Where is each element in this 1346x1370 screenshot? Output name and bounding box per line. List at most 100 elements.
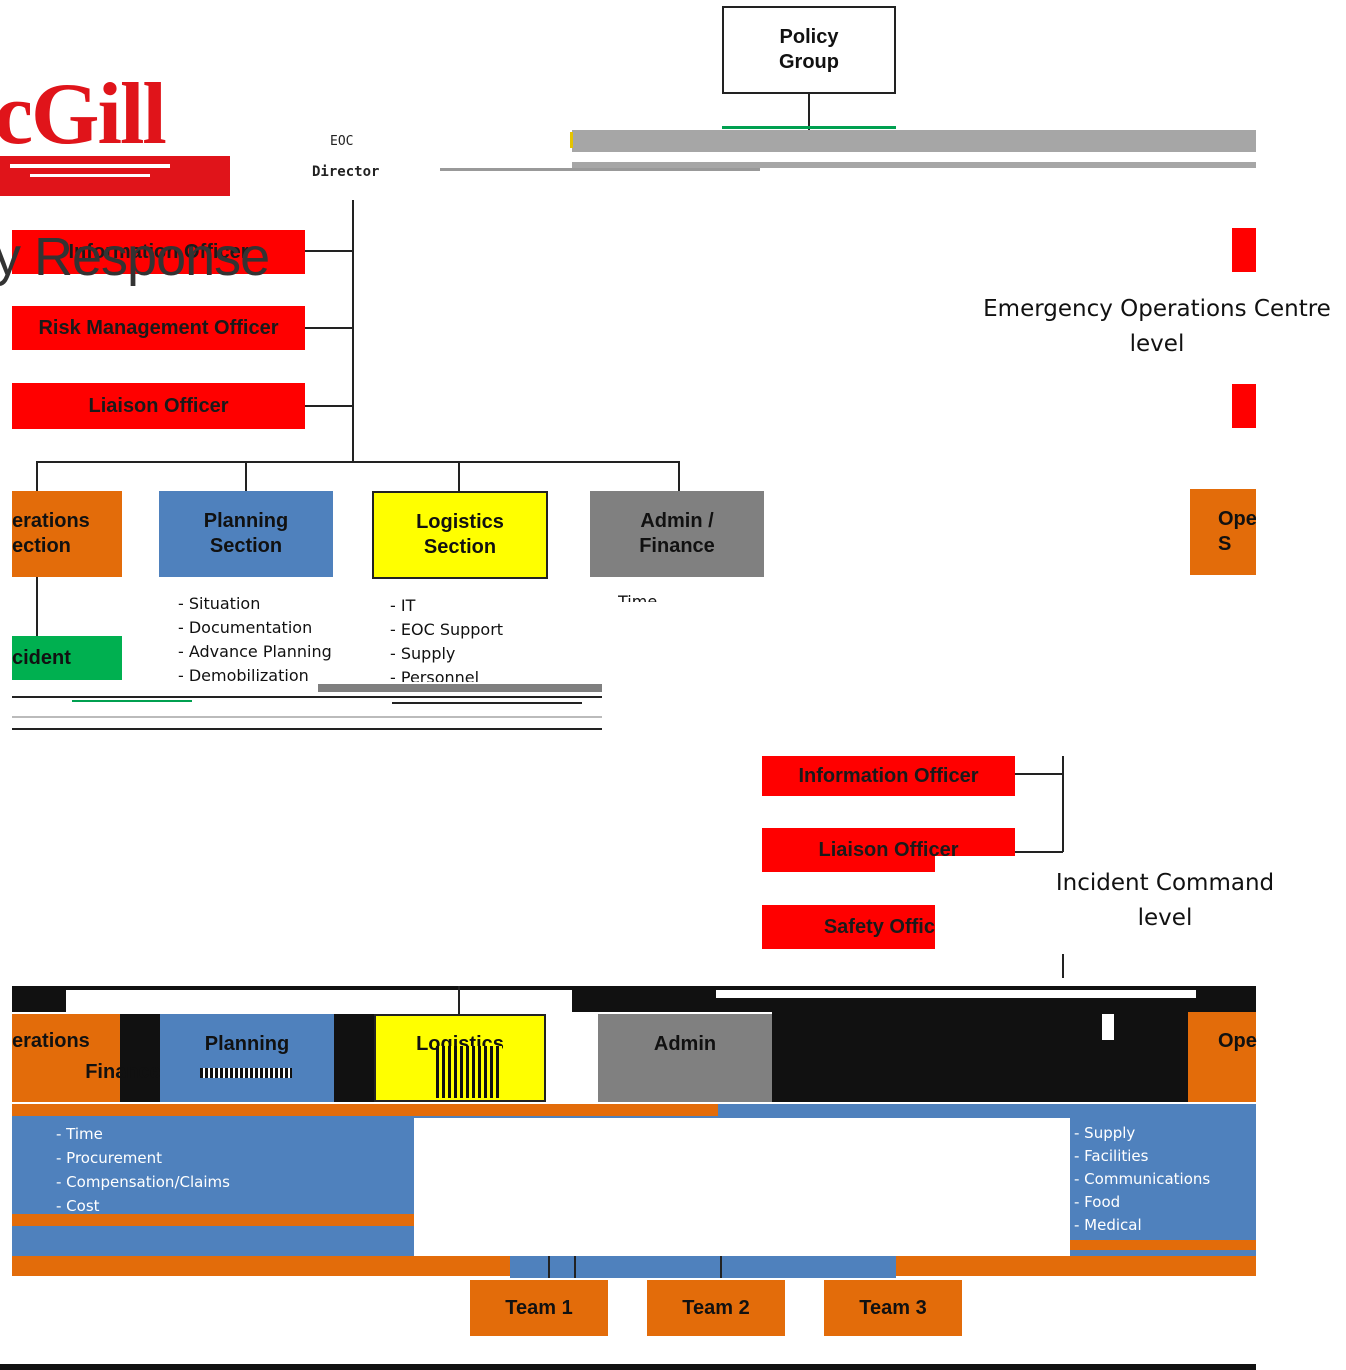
ic-logistics-duty: - Communications <box>1074 1170 1211 1188</box>
eoc-director-band-gray <box>572 130 1256 152</box>
eoc-drop-planning <box>245 461 247 491</box>
ic-logistics-duty: - Supply <box>1074 1124 1136 1142</box>
team-2-label: Team 2 <box>682 1296 750 1319</box>
team-connector-area <box>510 1256 896 1278</box>
ic-information-officer: Information Officer <box>762 756 1015 796</box>
eoc-ops-to-incident <box>36 577 38 637</box>
ic-operations-dark-strip <box>120 1014 160 1102</box>
eoc-drop-logistics <box>458 461 460 491</box>
eoc-logistics-duties: - IT - EOC Support - Supply - Personnel <box>390 594 503 690</box>
background-title: y Response <box>0 227 270 287</box>
eoc-admin-finance-label: Admin / Finance <box>639 510 715 557</box>
eoc-director-band-yellow <box>570 132 573 148</box>
ic-admin-section <box>598 1014 776 1102</box>
eoc-liaison-officer-label: Liaison Officer <box>88 394 229 417</box>
ic-admin-duty: - Compensation/Claims <box>56 1173 230 1191</box>
eoc-operations-section: erations ection <box>12 491 122 577</box>
team-3-label: Team 3 <box>859 1296 927 1319</box>
ic-admin-duty: - Cost <box>56 1197 100 1215</box>
eoc-director-rule <box>440 168 760 171</box>
right-red-fragment-2 <box>1232 384 1256 428</box>
eoc-information-officer: Information Officer <box>12 230 305 274</box>
ic-white-overlay <box>414 1118 1070 1256</box>
ic-liaison-officer-label: Liaison Officer <box>818 838 959 861</box>
eoc-liaison-officer: Liaison Officer <box>12 383 305 429</box>
logo-white-streak <box>10 164 170 168</box>
ic-trunk-lower <box>1062 954 1064 978</box>
ic-duty-orange-stripe-2 <box>12 1214 422 1226</box>
right-operations-fragment: Ope S <box>1190 489 1256 575</box>
bottom-rule <box>0 1364 1256 1370</box>
ic-dark-gap-1 <box>334 1014 374 1102</box>
ic-section-bus-white <box>66 990 572 1014</box>
ic-admin-duty: - Procurement <box>56 1149 163 1167</box>
eoc-liaison-connector <box>305 405 353 407</box>
ic-logistics-duty: - Food <box>1074 1193 1121 1211</box>
eoc-planning-section: Planning Section <box>159 491 333 577</box>
ic-drop-center <box>458 986 460 1014</box>
team-connector-3 <box>720 1256 722 1278</box>
eoc-risk-connector <box>305 327 353 329</box>
team-2-box: Team 2 <box>647 1280 785 1336</box>
eoc-director-line2: Director <box>312 164 380 180</box>
ic-safety-officer-label: Safety Offic <box>823 915 935 938</box>
eoc-planning-label: Planning Section <box>203 510 289 557</box>
policy-group-box: Policy Group <box>722 6 896 94</box>
glitch-rule-3 <box>12 716 602 718</box>
ic-operations-label: erations <box>12 1029 90 1052</box>
policy-connector <box>808 94 810 130</box>
ic-duty-orange-stripe-4 <box>1070 1240 1256 1250</box>
eoc-incident-label: cident <box>12 646 71 669</box>
ic-liaison-connector <box>1015 851 1063 853</box>
right-operations-fragment-label: Ope S <box>1218 508 1256 555</box>
ic-white-mask <box>935 856 1255 950</box>
eoc-admin-finance-section: Admin / Finance <box>590 491 764 577</box>
ic-logistics-duty: - Medical <box>1074 1216 1142 1234</box>
ic-level-label: Incident Command level <box>1055 870 1275 931</box>
ic-info-connector <box>1015 773 1063 775</box>
eoc-logistics-duty: - IT <box>390 596 416 615</box>
eoc-risk-management-officer: Risk Management Officer <box>12 306 305 350</box>
eoc-glitch-band <box>12 682 602 730</box>
eoc-information-officer-label: Information Officer <box>68 240 249 263</box>
ic-planning-label: Planning <box>204 1032 290 1055</box>
ic-information-officer-label: Information Officer <box>798 764 979 787</box>
ic-finance-label: Finance <box>85 1060 161 1083</box>
eoc-info-connector <box>305 250 353 252</box>
eoc-planning-duties: - Situation - Documentation - Advance Pl… <box>178 592 332 688</box>
ic-logistics-duties: - Supply - Facilities - Communications -… <box>1074 1122 1210 1237</box>
glitch-rule-4 <box>12 728 602 730</box>
ic-officer-trunk <box>1062 756 1064 852</box>
eoc-planning-duty: - Documentation <box>178 618 313 637</box>
ic-logistics-glitch <box>436 1046 502 1098</box>
eoc-planning-duty: - Demobilization <box>178 666 309 685</box>
logo-text: cGill <box>0 66 167 163</box>
ic-right-operations-label: Ope <box>1218 1029 1257 1052</box>
eoc-planning-duty: - Situation <box>178 594 261 613</box>
eoc-drop-admin <box>678 461 680 491</box>
team-3-box: Team 3 <box>824 1280 962 1336</box>
eoc-drop-ops <box>36 461 38 491</box>
ic-safety-officer: Safety Offic <box>762 905 935 949</box>
eoc-level-label: Emergency Operations Centre level <box>983 296 1331 357</box>
eoc-section-bus <box>36 461 679 463</box>
ic-duty-orange-stripe-1 <box>12 1104 718 1116</box>
glitch-green-rule <box>72 700 192 702</box>
logo-white-streak-2 <box>30 174 150 177</box>
ic-dark-block <box>772 1012 1202 1102</box>
eoc-director-band-gray-2 <box>572 162 1256 168</box>
team-1-label: Team 1 <box>505 1296 573 1319</box>
policy-green-rule <box>722 126 896 129</box>
ic-right-operations <box>1188 1012 1256 1102</box>
eoc-operations-label: erations ection <box>12 510 90 557</box>
ic-logistics-duty: - Facilities <box>1074 1147 1149 1165</box>
eoc-logistics-label: Logistics Section <box>416 511 504 558</box>
eoc-risk-officer-label: Risk Management Officer <box>38 316 279 339</box>
ic-section-bus-white-2 <box>716 990 1196 998</box>
ic-admin-duties: - Time - Procurement - Compensation/Clai… <box>56 1122 230 1218</box>
glitch-rule-1 <box>12 696 602 698</box>
mcgill-logo: cGill <box>0 66 230 196</box>
glitch-rule-2 <box>392 702 582 704</box>
right-red-fragment-1 <box>1232 228 1256 272</box>
ic-planning-glitch <box>200 1068 292 1078</box>
